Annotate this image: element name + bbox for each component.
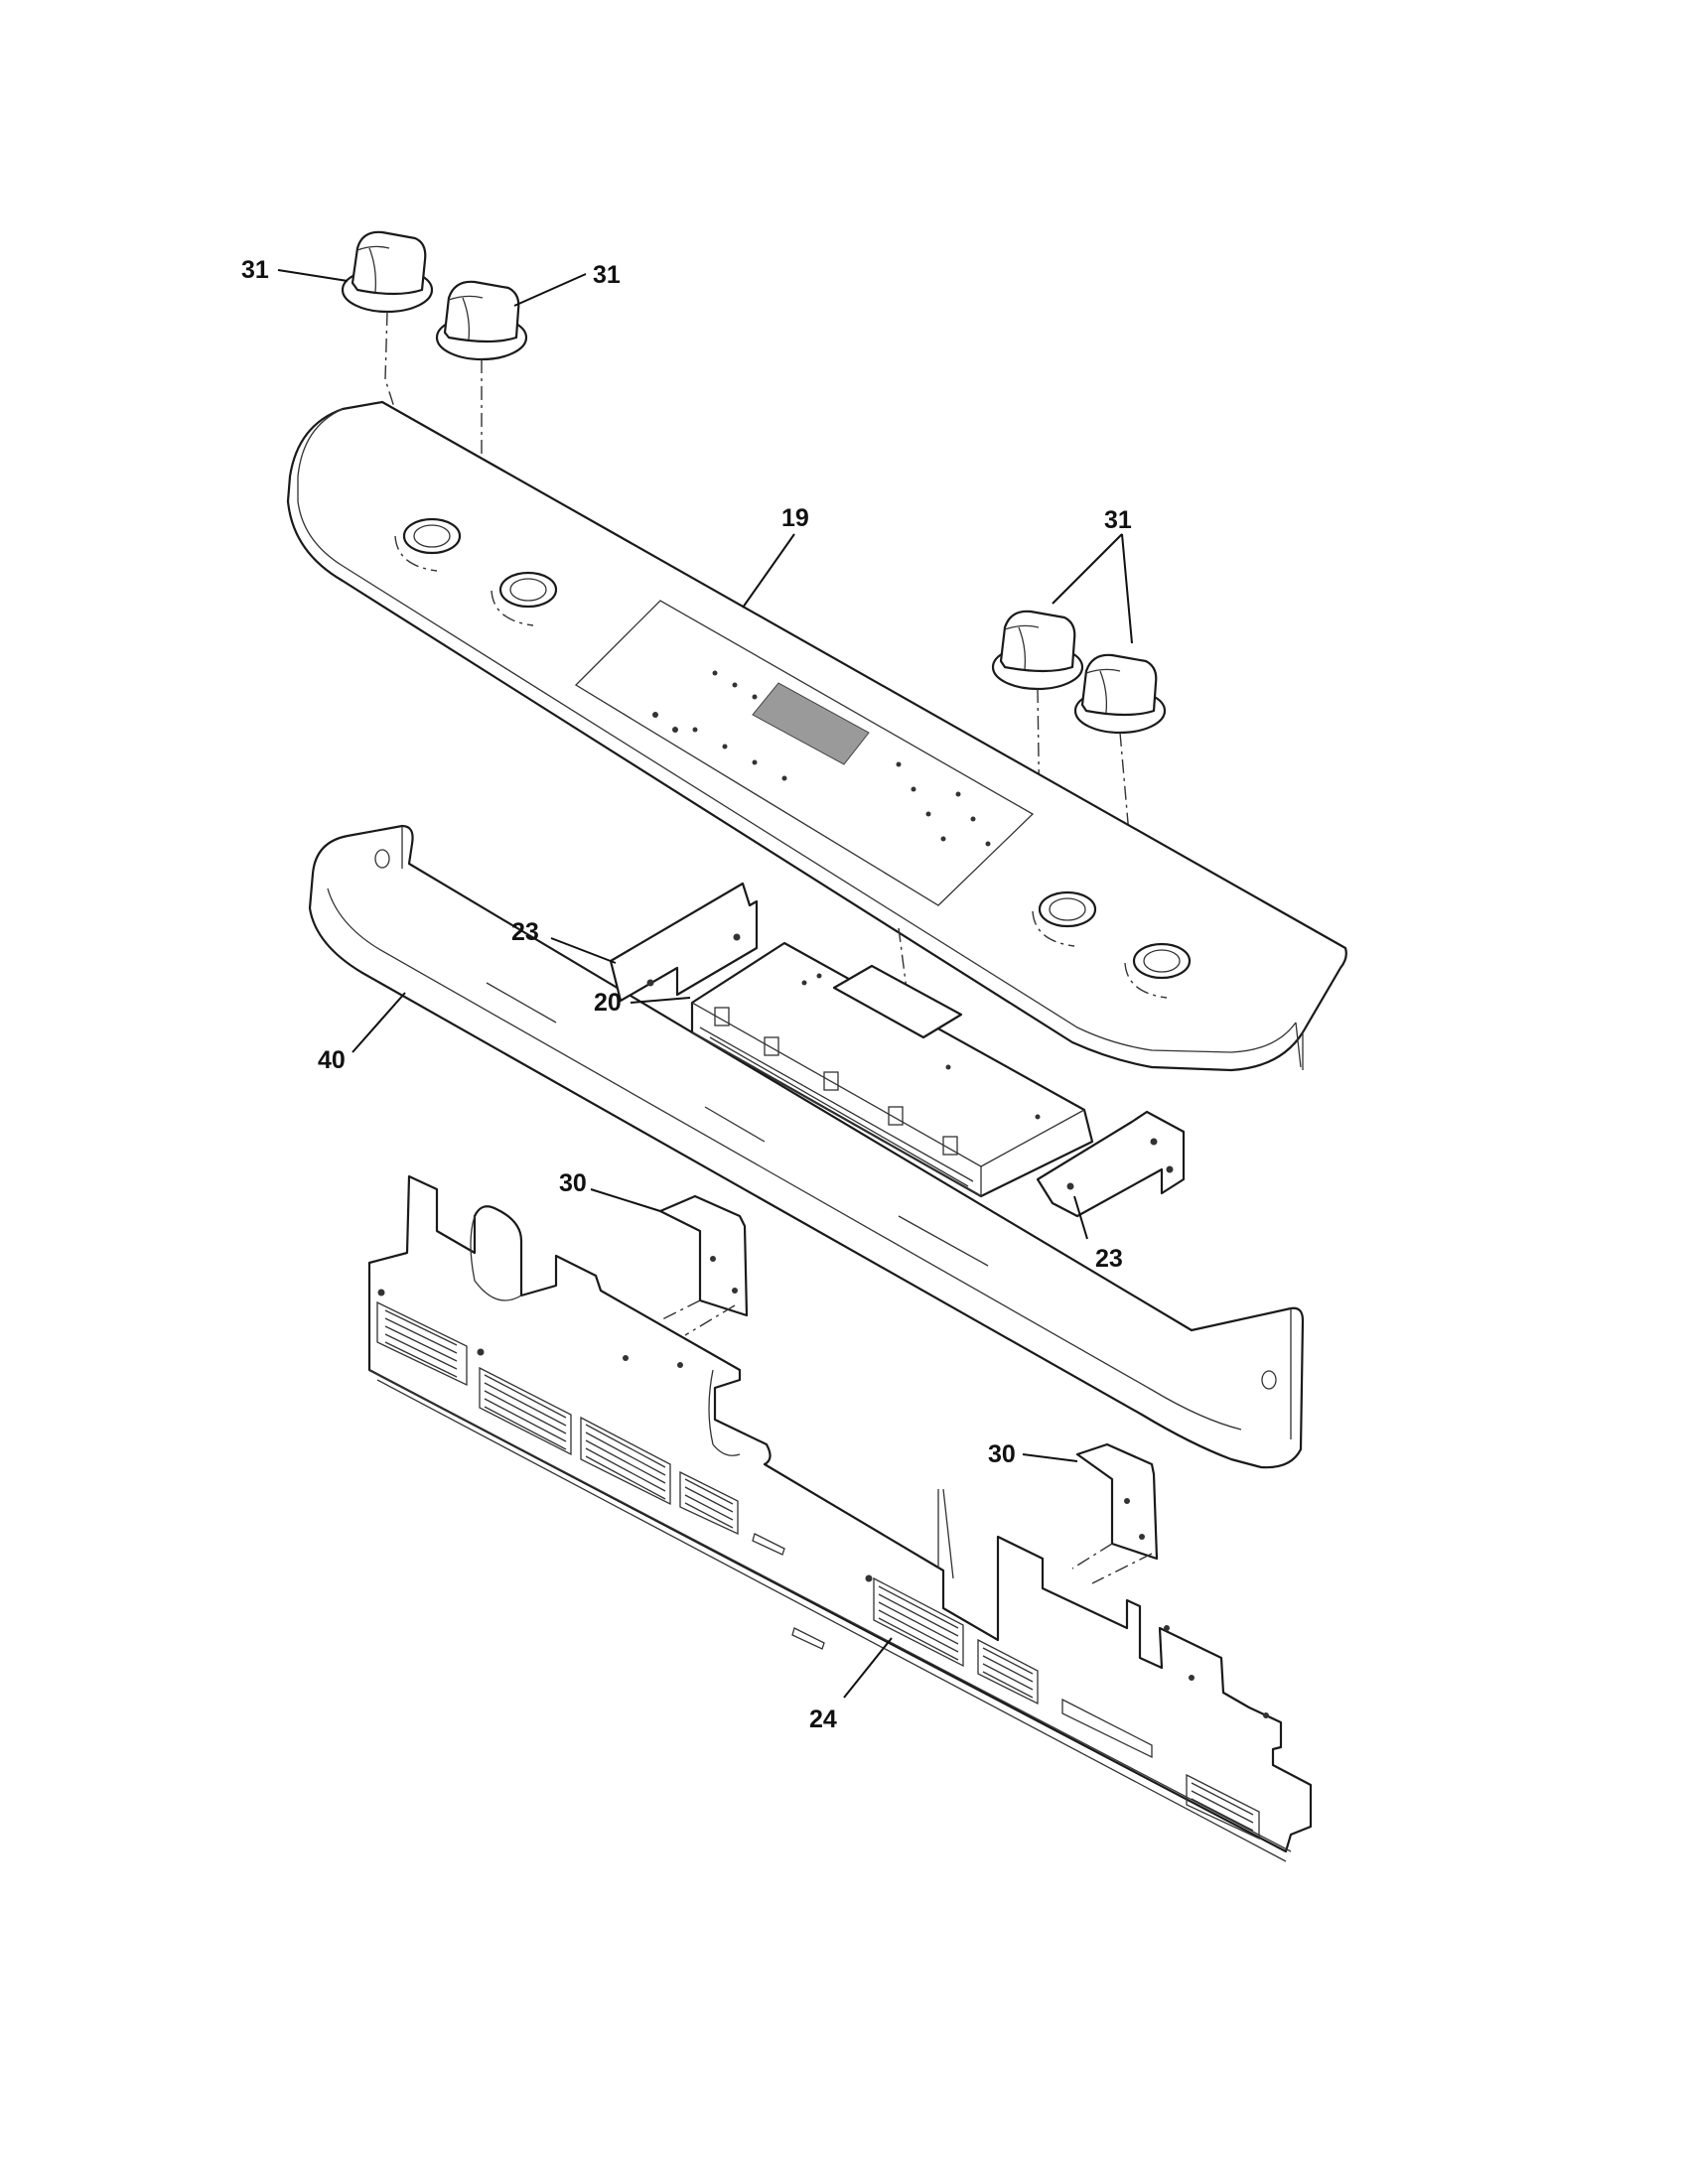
bracket-23-upper[interactable] xyxy=(609,882,759,1003)
callout-31-top-mid: 31 xyxy=(593,261,621,289)
knob-31-top-mid[interactable] xyxy=(435,280,528,361)
knob-31-right-a[interactable] xyxy=(991,610,1084,691)
vent-grille-2 xyxy=(479,1366,572,1456)
callout-40: 40 xyxy=(318,1046,346,1074)
clip-30-left[interactable] xyxy=(658,1194,749,1317)
callout-30-right: 30 xyxy=(988,1440,1016,1468)
vent-grille-4 xyxy=(679,1470,739,1536)
bracket-23-lower[interactable] xyxy=(1036,1110,1186,1218)
callout-31-right: 31 xyxy=(1104,506,1132,534)
vent-grille-6 xyxy=(977,1638,1039,1706)
vent-grille-3 xyxy=(580,1416,671,1506)
knob-31-top-left[interactable] xyxy=(341,230,434,314)
vent-grille-7 xyxy=(1186,1773,1260,1841)
callout-30-left: 30 xyxy=(559,1169,587,1197)
callout-24: 24 xyxy=(809,1706,837,1733)
vent-grille-5 xyxy=(873,1576,964,1668)
display-window xyxy=(752,682,870,765)
trim-40[interactable] xyxy=(308,824,1305,1469)
control-panel-19[interactable] xyxy=(286,400,1347,1072)
callout-19: 19 xyxy=(781,504,809,532)
leader-lines xyxy=(277,269,1133,1699)
vented-back-panel-24[interactable] xyxy=(367,1174,1313,1862)
board-chip xyxy=(832,964,963,1039)
control-board-20[interactable] xyxy=(690,941,1094,1198)
callout-31-top-left: 31 xyxy=(241,256,269,284)
callout-23-upper: 23 xyxy=(511,918,539,946)
knob-31-right-b[interactable] xyxy=(1073,653,1167,735)
assembly-lines-clips xyxy=(659,1299,1153,1584)
vent-grille-1 xyxy=(376,1300,468,1387)
callout-20: 20 xyxy=(594,989,622,1017)
clip-30-right[interactable] xyxy=(1075,1442,1159,1561)
callout-23-lower: 23 xyxy=(1095,1245,1123,1273)
